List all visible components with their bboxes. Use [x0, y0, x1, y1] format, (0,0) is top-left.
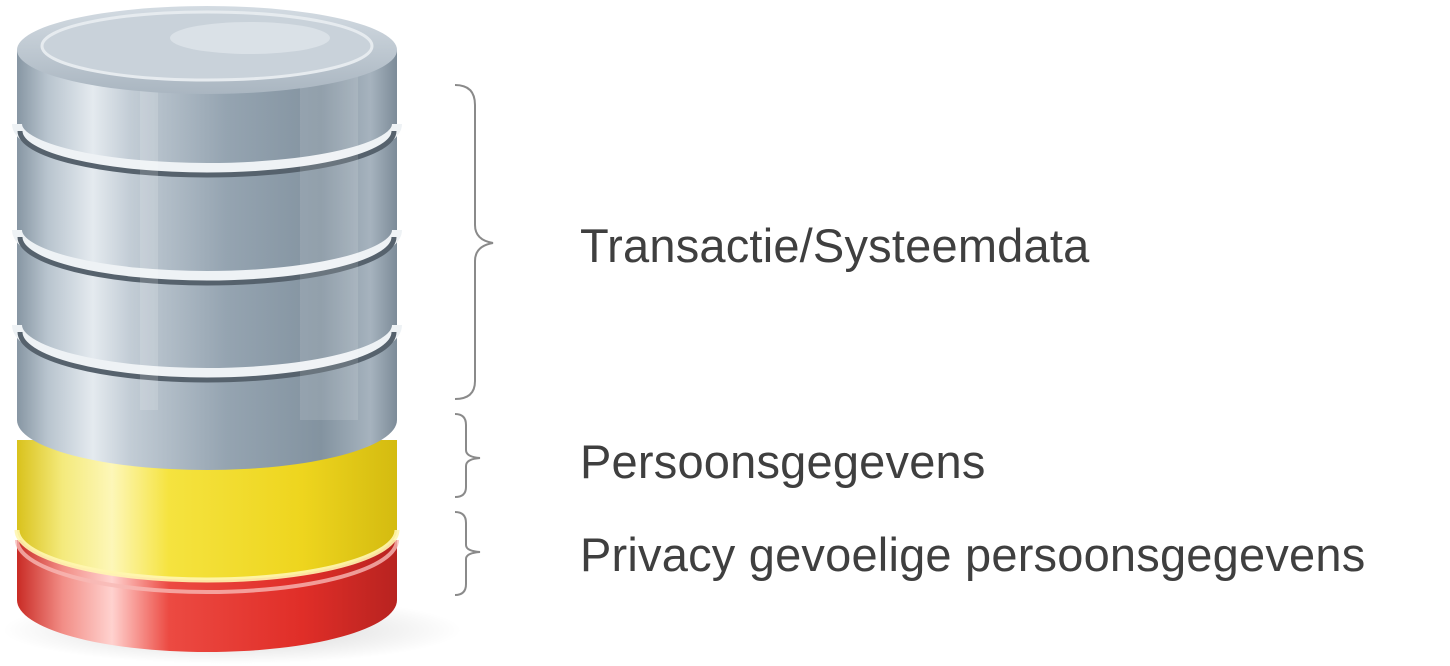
brace-personal — [454, 413, 481, 498]
label-sensitive-personal-data: Privacy gevoelige persoonsgegevens — [580, 528, 1366, 581]
label-transaction-system-data: Transactie/Systeemdata — [580, 219, 1090, 272]
grey-layers — [12, 50, 402, 470]
brace-sensitive — [454, 511, 481, 596]
brace-transaction — [454, 84, 494, 400]
yellow-layer — [14, 440, 400, 583]
cylinder-top — [17, 6, 397, 94]
label-personal-data: Persoonsgegevens — [580, 435, 986, 488]
